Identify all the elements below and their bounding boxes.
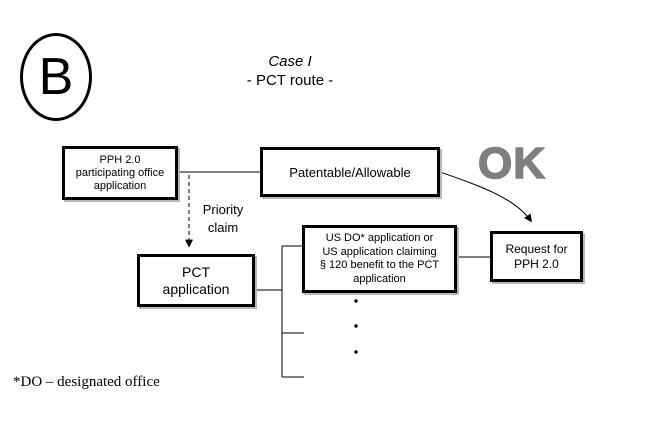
- request-pph-box: Request for PPH 2.0: [490, 231, 583, 282]
- ellipsis-dot: [354, 299, 358, 303]
- branch-tree: [255, 245, 304, 378]
- us-do-application-box: US DO* application or US application cla…: [302, 225, 457, 293]
- usdo-box-line: US application claiming: [322, 245, 437, 258]
- ok-label: OK: [477, 139, 546, 188]
- pct-box-line: application: [162, 280, 230, 297]
- title-route-line: - PCT route -: [246, 72, 334, 89]
- pph-box-line: application: [93, 179, 147, 192]
- request-box-line: Request for: [505, 241, 568, 256]
- patentable-allowable-box: Patentable/Allowable: [260, 147, 440, 197]
- priority-claim-line: Priority: [202, 202, 244, 217]
- usdo-box-line: application: [353, 272, 406, 285]
- usdo-box-line: US DO* application or: [325, 232, 434, 244]
- priority-claim-label: Priority claim: [192, 201, 254, 237]
- pph-box-line: PPH 2.0: [99, 153, 141, 166]
- vertical-ellipsis-dots: [354, 299, 358, 354]
- priority-claim-line: claim: [207, 220, 239, 235]
- case-b-badge-label: B: [38, 48, 74, 106]
- slide-title: Case I - PCT route -: [195, 52, 385, 90]
- pph-participating-office-box: PPH 2.0 participating office application: [62, 146, 178, 200]
- pph-box-line: participating office: [75, 166, 165, 179]
- ellipsis-dot: [354, 350, 358, 354]
- title-case-line: Case I: [268, 53, 312, 70]
- pct-application-box: PCT application: [137, 254, 255, 307]
- ok-curved-arrow: [439, 171, 532, 223]
- case-b-badge: B: [20, 33, 92, 121]
- usdo-box-line: § 120 benefit to the PCT: [319, 259, 440, 271]
- ellipsis-dot: [354, 324, 358, 328]
- patentable-box-label: Patentable/Allowable: [289, 164, 411, 180]
- pct-box-line: PCT: [182, 263, 210, 280]
- designated-office-footnote: *DO – designated office: [13, 374, 160, 390]
- request-box-line: PPH 2.0: [514, 256, 559, 271]
